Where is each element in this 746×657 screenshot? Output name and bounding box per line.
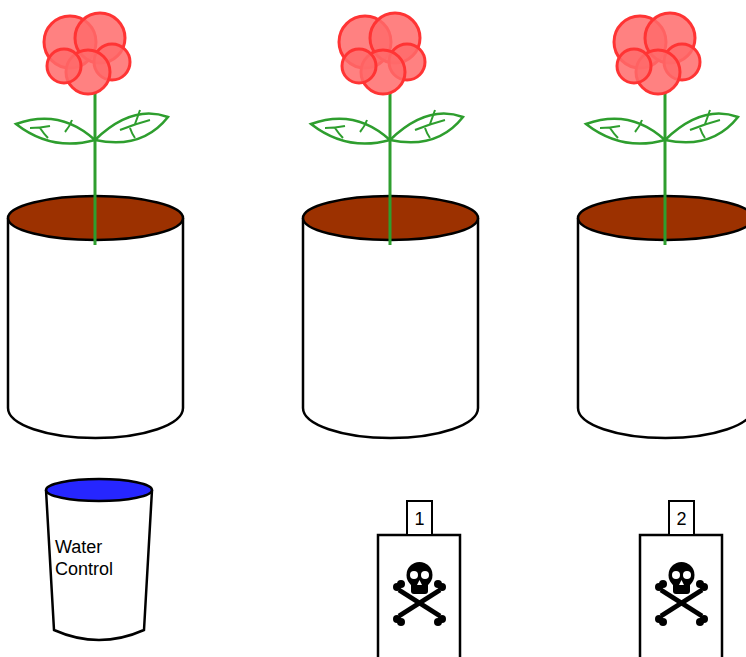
bottle-number: 2 bbox=[670, 508, 693, 530]
water-bucket: Water Control bbox=[42, 476, 156, 648]
bottle-cap: 2 bbox=[668, 500, 695, 536]
bottle-number: 1 bbox=[408, 508, 431, 530]
bottle-cap: 1 bbox=[406, 500, 433, 536]
bucket-label: Water Control bbox=[55, 536, 127, 580]
